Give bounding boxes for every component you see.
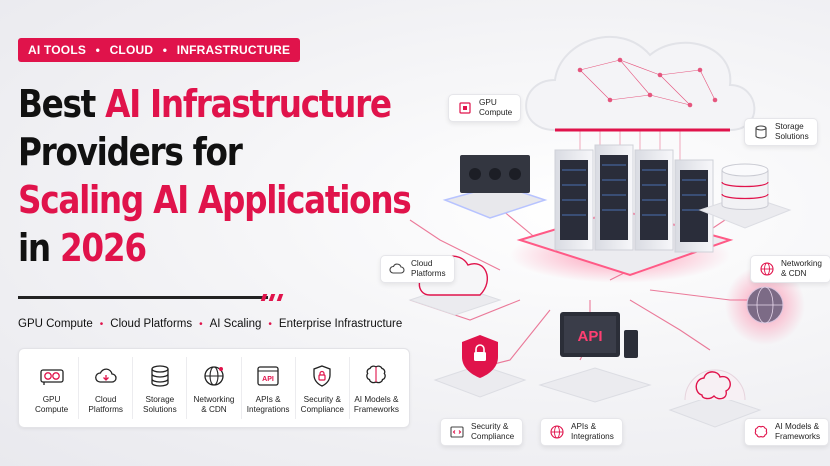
database-icon: [151, 365, 169, 387]
svg-text:API: API: [262, 376, 274, 383]
accent-dashes: [260, 294, 284, 301]
code-icon: [450, 426, 464, 438]
shield-lock-icon: [313, 365, 331, 387]
card-gpu-compute: GPU Compute: [25, 357, 80, 419]
subline-ai-scaling: AI Scaling: [209, 318, 262, 330]
category-tag: AI TOOLS • CLOUD • INFRASTRUCTURE: [18, 38, 301, 62]
gpu-icon: [39, 369, 64, 385]
title-line-3: Scaling AI Applications: [18, 178, 412, 222]
security-shield: [433, 335, 527, 398]
page-title: Best AI Infrastructure Providers for Sca…: [18, 80, 448, 272]
card-apis-integrations: API APIs & Integrations: [242, 357, 296, 419]
api-monitor: API: [538, 312, 652, 403]
card-label: Storage Solutions: [143, 395, 177, 414]
card-ai-models-frameworks: AI Models & Frameworks: [350, 357, 403, 419]
title-line-2: Providers for: [18, 130, 243, 174]
tag-infrastructure: INFRASTRUCTURE: [176, 43, 291, 57]
title-line-1: Best AI Infrastructure: [18, 82, 392, 126]
server-racks: [554, 144, 714, 253]
subline-gpu-compute: GPU Compute: [18, 318, 93, 330]
infrastructure-illustration: API: [408, 36, 805, 428]
title-line-4: in 2026: [18, 226, 147, 270]
database-icon: [755, 125, 767, 139]
brain-icon: [366, 365, 387, 384]
callout-gpu-compute: GPU Compute: [448, 94, 522, 122]
storage-cylinder: [698, 163, 792, 229]
callout-ai-models-frameworks: AI Models & Frameworks: [744, 418, 830, 446]
tag-ai-tools: AI TOOLS: [28, 43, 87, 57]
card-label: Cloud Platforms: [88, 395, 123, 414]
network-icon: [550, 425, 564, 439]
callout-security-compliance: Security & Compliance: [440, 418, 524, 446]
callout-cloud-platforms: Cloud Platforms: [380, 255, 455, 283]
brain-icon: [754, 425, 768, 438]
feature-subline: GPU Compute • Cloud Platforms • AI Scali…: [18, 318, 403, 330]
tag-separator: •: [95, 43, 101, 57]
api-icon: API: [257, 366, 279, 386]
subline-enterprise-infrastructure: Enterprise Infrastructure: [278, 318, 403, 330]
card-networking-cdn: Networking & CDN: [187, 357, 242, 419]
tag-cloud: CLOUD: [109, 43, 154, 57]
divider-line: [18, 296, 268, 299]
cloud-icon: [94, 368, 117, 383]
callout-networking-cdn: Networking & CDN: [750, 255, 830, 283]
card-label: AI Models & Frameworks: [353, 395, 399, 414]
feature-cards: GPU Compute Cloud Platforms Storage Solu…: [18, 348, 410, 428]
globe-icon: [204, 366, 224, 386]
tag-separator: •: [162, 43, 168, 57]
cloud-icon: [389, 263, 405, 274]
card-label: GPU Compute: [34, 395, 69, 414]
globe-icon: [760, 262, 774, 276]
chip-icon: [459, 102, 471, 114]
gpu-cluster: [442, 155, 548, 219]
card-label: APIs & Integrations: [246, 395, 290, 414]
callout-apis-integrations: APIs & Integrations: [540, 418, 623, 446]
cloud-network: [525, 36, 756, 160]
card-label: Security & Compliance: [300, 395, 344, 414]
card-label: Networking & CDN: [193, 395, 235, 414]
card-cloud-platforms: Cloud Platforms: [79, 357, 134, 419]
callout-storage-solutions: Storage Solutions: [744, 118, 818, 146]
ai-brain-dome: [668, 369, 762, 428]
api-screen-label: API: [577, 328, 602, 345]
card-security-compliance: Security & Compliance: [296, 357, 350, 419]
networking-globe: [725, 265, 805, 345]
subline-cloud-platforms: Cloud Platforms: [110, 318, 193, 330]
card-storage-solutions: Storage Solutions: [133, 357, 188, 419]
